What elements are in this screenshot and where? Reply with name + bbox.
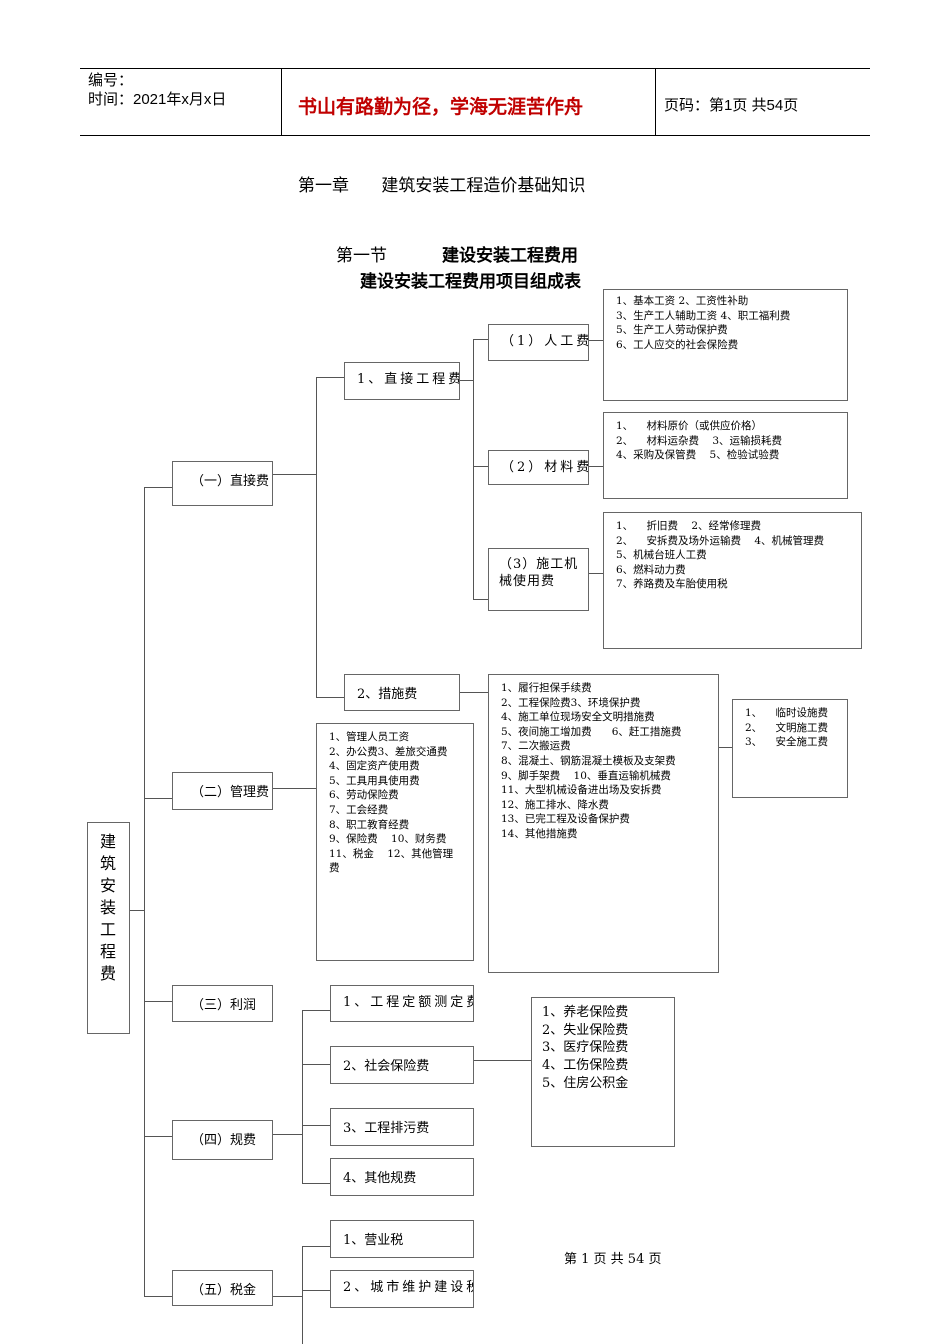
quota-measurement-fee: 1、工程定额测定费 xyxy=(330,985,474,1022)
header-divider-right xyxy=(655,68,656,136)
list-item: 费 xyxy=(329,862,340,875)
measures-items-box: 1、履行担保手续费 2、工程保险费3、环境保护费 4、施工单位现场安全文明措施费… xyxy=(488,674,719,973)
category-direct: （一）直接费 xyxy=(172,461,273,506)
list-item: 2、 安拆费及场外运输费 4、机械管理费 xyxy=(616,534,825,547)
document-number-label: 编号： xyxy=(88,72,134,89)
list-item: 1、 材料原价（或供应价格） xyxy=(616,420,763,432)
list-item: 5、生产工人劳动保护费 xyxy=(616,324,728,337)
category-tax: （五）税金 xyxy=(172,1270,273,1306)
machinery-items-box: 1、 折旧费 2、经常修理费 2、 安拆费及场外运输费 4、机械管理费 5、机械… xyxy=(603,512,862,649)
list-item: 6、工人应交的社会保险费 xyxy=(616,338,739,351)
list-item: 2、 文明施工费 xyxy=(745,721,829,734)
urban-maintenance-tax: 2、城市维护建设税 xyxy=(330,1270,474,1308)
list-item: 1、养老保险费 xyxy=(542,1005,629,1020)
document-time-label: 时间：2021年x月x日 xyxy=(88,91,227,108)
list-item: 7、养路费及车胎使用税 xyxy=(616,578,728,591)
category-management: （二）管理费 xyxy=(172,772,273,810)
machinery-fee: （3）施工机械使用费 xyxy=(488,548,589,611)
social-insurance-fee: 2、社会保险费 xyxy=(330,1046,474,1084)
header-bottom-rule xyxy=(80,135,870,136)
list-item: 7、二次搬运费 xyxy=(501,740,571,753)
list-item: 5、住房公积金 xyxy=(542,1075,629,1091)
list-item: 1、管理人员工资 xyxy=(329,731,410,743)
list-item: 12、施工排水、降水费 xyxy=(501,798,609,811)
management-items-box: 1、管理人员工资 2、办公费3、差旅交通费 4、固定资产使用费 5、工具用具使用… xyxy=(316,723,474,961)
list-item: 6、劳动保险费 xyxy=(329,789,399,802)
list-item: 4、施工单位现场安全文明措施费 xyxy=(501,711,655,724)
list-item: 3、医疗保险费 xyxy=(542,1040,629,1056)
category-profit: （三）利润 xyxy=(172,985,273,1022)
root-box: 建筑安装工程费 xyxy=(87,822,130,1034)
list-item: 3、生产工人辅助工资 4、职工福利费 xyxy=(616,309,791,322)
safety-items-box: 1、 临时设施费 2、 文明施工费 3、 安全施工费 xyxy=(732,699,848,798)
table-title: 建设安装工程费用项目组成表 xyxy=(360,272,581,292)
list-item: 9、脚手架费 10、垂直运输机械费 xyxy=(501,769,671,782)
list-item: 2、失业保险费 xyxy=(542,1022,629,1038)
list-item: 2、办公费3、差旅交通费 xyxy=(329,745,448,758)
sewage-fee: 3、工程排污费 xyxy=(330,1108,474,1146)
labor-items-box: 1、基本工资 2、工资性补助 3、生产工人辅助工资 4、职工福利费 5、生产工人… xyxy=(603,289,848,401)
chapter-title: 第一章 建筑安装工程造价基础知识 xyxy=(298,176,586,196)
list-item: 11、大型机械设备进出场及安拆费 xyxy=(501,784,662,797)
list-item: 8、混凝土、钢筋混凝土模板及支架费 xyxy=(501,754,676,767)
list-item: 1、基本工资 2、工资性补助 xyxy=(616,295,749,307)
other-fees: 4、其他规费 xyxy=(330,1158,474,1196)
direct-engineering-fee: 1、直接工程费 xyxy=(344,362,460,400)
material-fee: （2）材料费 xyxy=(488,450,589,485)
list-item: 6、燃料动力费 xyxy=(616,563,686,576)
labor-fee: （1）人工费 xyxy=(488,324,589,361)
list-item: 4、采购及保管费 5、检验试验费 xyxy=(616,449,780,462)
list-item: 11、税金 12、其他管理 xyxy=(329,847,454,860)
list-item: 9、保险费 10、财务费 xyxy=(329,833,447,846)
section-label: 第一节 xyxy=(336,246,387,266)
header-motto: 书山有路勤为径，学海无涯苦作舟 xyxy=(298,96,584,118)
list-item: 13、已完工程及设备保护费 xyxy=(501,813,630,826)
measures-fee: 2、措施费 xyxy=(344,674,460,711)
list-item: 4、工伤保险费 xyxy=(542,1058,629,1074)
list-item: 4、固定资产使用费 xyxy=(329,760,420,773)
list-item: 1、 临时设施费 xyxy=(745,707,829,719)
header-page-code: 页码：第1页 共54页 xyxy=(664,97,799,114)
list-item: 14、其他措施费 xyxy=(501,827,578,840)
list-item: 8、职工教育经费 xyxy=(329,818,410,831)
list-item: 2、 材料运杂费 3、运输损耗费 xyxy=(616,434,783,447)
list-item: 3、 安全施工费 xyxy=(745,736,829,749)
header-top-rule xyxy=(80,68,870,69)
list-item: 7、工会经费 xyxy=(329,803,389,816)
list-item: 5、工具用具使用费 xyxy=(329,774,420,787)
header-divider-left xyxy=(281,68,282,136)
list-item: 5、夜间施工增加费 6、赶工措施费 xyxy=(501,725,682,738)
list-item: 2、工程保险费3、环境保护费 xyxy=(501,696,641,709)
list-item: 1、履行担保手续费 xyxy=(501,682,592,694)
list-item: 5、机械台班人工费 xyxy=(616,549,707,562)
category-fees: （四）规费 xyxy=(172,1120,273,1160)
root-label: 建筑安装工程费 xyxy=(99,832,116,983)
material-items-box: 1、 材料原价（或供应价格） 2、 材料运杂费 3、运输损耗费 4、采购及保管费… xyxy=(603,412,848,499)
social-insurance-items-box: 1、养老保险费 2、失业保险费 3、医疗保险费 4、工伤保险费 5、住房公积金 xyxy=(531,997,675,1147)
section-title: 建设安装工程费用 xyxy=(442,246,578,266)
page-footer: 第 1 页 共 54 页 xyxy=(564,1252,662,1267)
list-item: 1、 折旧费 2、经常修理费 xyxy=(616,520,762,532)
business-tax: 1、营业税 xyxy=(330,1220,474,1258)
